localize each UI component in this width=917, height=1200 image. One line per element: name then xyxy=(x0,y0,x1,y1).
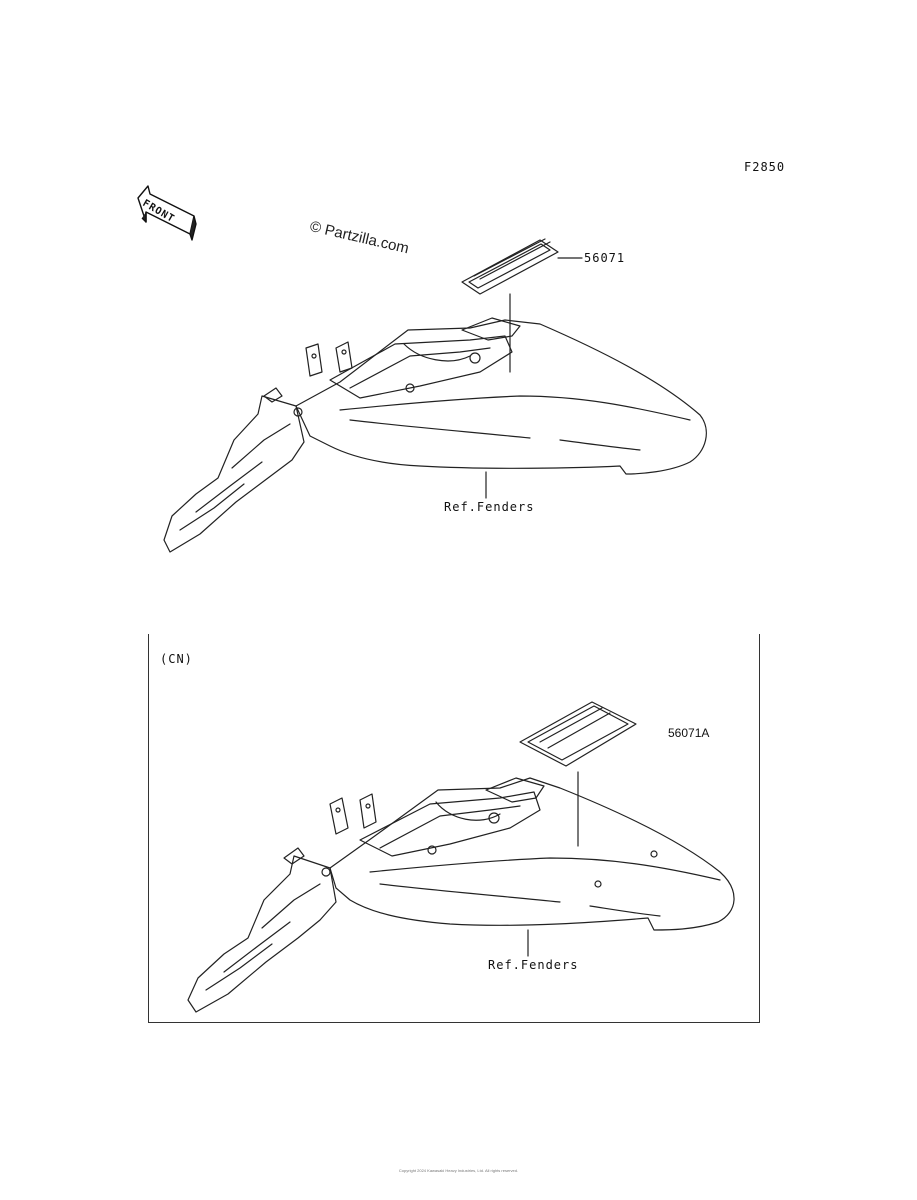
cn-rear-fender-drawing xyxy=(187,701,735,1013)
decal-56071a-shape xyxy=(519,701,637,767)
part-number-label-cn[interactable]: 56071A xyxy=(668,726,710,740)
cn-variant-panel xyxy=(148,634,760,1023)
front-arrow-icon xyxy=(137,185,197,241)
copyright-footer: Copyright 2024 Kawasaki Heavy Industries… xyxy=(398,1168,519,1173)
reference-label-cn[interactable]: Ref.Fenders xyxy=(488,958,579,972)
figure-code: F2850 xyxy=(744,160,786,174)
part-number-label[interactable]: 56071 xyxy=(584,251,626,265)
region-label: (CN) xyxy=(160,652,193,666)
top-rear-fender-drawing xyxy=(163,238,707,553)
reference-label[interactable]: Ref.Fenders xyxy=(444,500,535,514)
decal-56071-shape xyxy=(461,239,559,295)
